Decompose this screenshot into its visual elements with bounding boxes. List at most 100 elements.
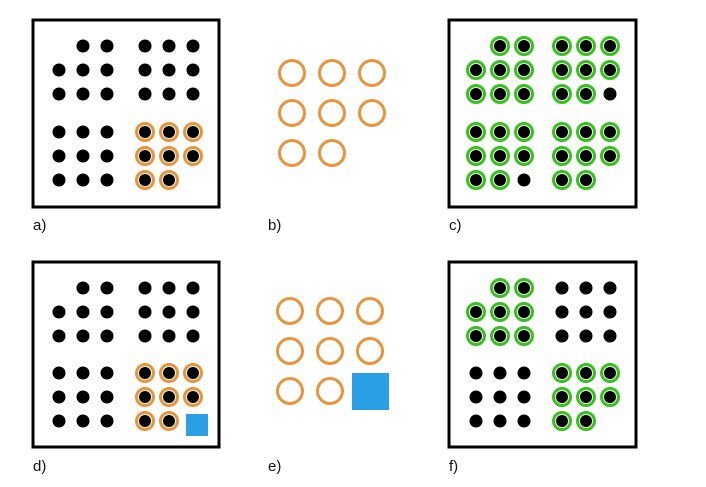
panel-f-g0-r2-c2-dot (518, 330, 530, 342)
panel-a-g2-r1-c0-dot (52, 149, 66, 163)
panel-c-g2-r1-c2-green-ring (514, 146, 534, 166)
panel-d-g0-r2-c1-dot (76, 329, 90, 343)
panel-d-g3-r1-c0-dot (139, 391, 151, 403)
panel-a-g3-r0-c1-orange-ring (159, 122, 179, 142)
panel-f-g0-r2-c0-dot (470, 330, 482, 342)
panel-a-g3-r2-c0-orange-ring (135, 170, 155, 190)
panel-d-g2-r2-c0-dot (52, 414, 66, 428)
panel-e-g0-r0-c2-orange-ring (356, 297, 384, 325)
panel-c-g2-r0-c2-green-ring (514, 122, 534, 142)
panel-d-g3-r0-c1-dot (163, 367, 175, 379)
panel-c-g1-r0-c0-green-ring (552, 36, 572, 56)
panel-a-g3-r1-c0-orange-ring (135, 146, 155, 166)
panel-c-g0-r1-c0-dot (470, 64, 482, 76)
panel-a-g0-r2-c2-dot (100, 87, 114, 101)
panel-a-g3-r0-c0-dot (139, 126, 151, 138)
panel-f-g0-r2-c1-green-ring (490, 326, 510, 346)
panel-d-g2-r1-c2-dot (100, 390, 114, 404)
panel-b-g0-r2-c1-orange-ring (318, 139, 346, 167)
panel-f-g1-r0-c2-dot (603, 281, 617, 295)
panel-f-g3-r1-c2-dot (604, 391, 616, 403)
panel-a-g0-r1-c2-dot (100, 63, 114, 77)
panel-d-g1-r1-c1-dot (162, 305, 176, 319)
panel-b-g0-r0-c1-orange-ring (318, 59, 346, 87)
panel-d-g3-r0-c2-orange-ring (183, 363, 203, 383)
panel-f-frame (447, 260, 638, 449)
panel-e (276, 297, 389, 410)
panel-a-g1-r1-c0-dot (138, 63, 152, 77)
panel-c-g1-r2-c1-dot (580, 88, 592, 100)
panel-c-g1-r1-c1-green-ring (576, 60, 596, 80)
panel-a-g2-r1-c2-dot (100, 149, 114, 163)
panel-c-g2-r0-c1-dot (494, 126, 506, 138)
panel-c-g3-r1-c1-green-ring (576, 146, 596, 166)
panel-d-g1-r0-c0-dot (138, 281, 152, 295)
panel-e-g0-r1-c0-orange-ring (276, 337, 304, 365)
panel-c-g0-r2-c1-dot (494, 88, 506, 100)
panel-d-g0-r2-c2-dot (100, 329, 114, 343)
panel-d-g3-r1-c2-orange-ring (183, 387, 203, 407)
panel-a-g3-r2-c1-orange-ring (159, 170, 179, 190)
panel-f-g2-r1-c0-dot (469, 390, 483, 404)
panel-label-c: c) (449, 217, 462, 234)
panel-a-g2-r0-c1-dot (76, 125, 90, 139)
panel-f-g2-r2-c0-dot (469, 414, 483, 428)
panel-d-g3-r2-c1-dot (163, 415, 175, 427)
panel-f-g0-r2-c2-green-ring (514, 326, 534, 346)
panel-f-g3-r0-c0-green-ring (552, 363, 572, 383)
panel-f-g0-r1-c0-dot (470, 306, 482, 318)
panel-c-g1-r0-c0-dot (556, 40, 568, 52)
panel-c-g0-r1-c2-green-ring (514, 60, 534, 80)
panel-d-g2-r2-c1-dot (76, 414, 90, 428)
panel-c-g2-r1-c1-dot (494, 150, 506, 162)
panel-d-g3-r1-c2-dot (187, 391, 199, 403)
panel-label-e: e) (268, 458, 282, 475)
panel-c-g3-r1-c1-dot (580, 150, 592, 162)
panel-c-g1-r0-c2-green-ring (600, 36, 620, 56)
panel-c-g0-r2-c1-green-ring (490, 84, 510, 104)
panel-f-g3-r1-c2-green-ring (600, 387, 620, 407)
panel-c-g0-r1-c0-green-ring (466, 60, 486, 80)
panel-a-g1-r0-c0-dot (138, 39, 152, 53)
panel-a-g3-r0-c2-orange-ring (183, 122, 203, 142)
panel-c-g0-r2-c2-green-ring (514, 84, 534, 104)
panel-a-g3-r1-c2-dot (187, 150, 199, 162)
panel-c-g2-r2-c2-dot (517, 173, 531, 187)
panel-c-g3-r0-c0-green-ring (552, 122, 572, 142)
panel-f (447, 260, 638, 449)
panel-c-g3-r0-c1-green-ring (576, 122, 596, 142)
panel-c-g2-r2-c0-dot (470, 174, 482, 186)
panel-f-g1-r0-c1-dot (579, 281, 593, 295)
panel-d-g2-r1-c1-dot (76, 390, 90, 404)
panel-a-g3-r0-c1-dot (163, 126, 175, 138)
panel-f-g3-r0-c2-green-ring (600, 363, 620, 383)
panel-f-g0-r0-c2-dot (518, 282, 530, 294)
panel-a-g1-r0-c2-dot (186, 39, 200, 53)
panel-f-g1-r1-c1-dot (579, 305, 593, 319)
panel-c-g2-r2-c0-green-ring (466, 170, 486, 190)
panel-a-g3-r0-c2-dot (187, 126, 199, 138)
panel-f-g1-r2-c2-dot (603, 329, 617, 343)
panel-d-g0-r1-c0-dot (52, 305, 66, 319)
panel-c-g2-r0-c2-dot (518, 126, 530, 138)
panel-a-g3-r1-c2-orange-ring (183, 146, 203, 166)
panel-a-g0-r0-c2-dot (100, 39, 114, 53)
panel-a-g0-r2-c0-dot (52, 87, 66, 101)
panel-e-g0-r0-c0-orange-ring (276, 297, 304, 325)
panel-f-g3-r1-c0-green-ring (552, 387, 572, 407)
panel-a-g2-r2-c0-dot (52, 173, 66, 187)
panel-a-g2-r0-c2-dot (100, 125, 114, 139)
panel-a-g3-r0-c0-orange-ring (135, 122, 155, 142)
panel-c-g3-r2-c1-dot (580, 174, 592, 186)
panel-f-g0-r2-c1-dot (494, 330, 506, 342)
panel-c-g1-r2-c1-green-ring (576, 84, 596, 104)
panel-c-g0-r1-c1-green-ring (490, 60, 510, 80)
panel-c-g1-r1-c2-green-ring (600, 60, 620, 80)
panel-f-g3-r1-c0-dot (556, 391, 568, 403)
panel-f-g0-r2-c0-green-ring (466, 326, 486, 346)
panel-f-g2-r2-c2-dot (517, 414, 531, 428)
panel-e-g0-r0-c1-orange-ring (316, 297, 344, 325)
panel-f-g3-r2-c0-green-ring (552, 411, 572, 431)
panel-c-g1-r2-c0-green-ring (552, 84, 572, 104)
panel-f-g2-r1-c2-dot (517, 390, 531, 404)
